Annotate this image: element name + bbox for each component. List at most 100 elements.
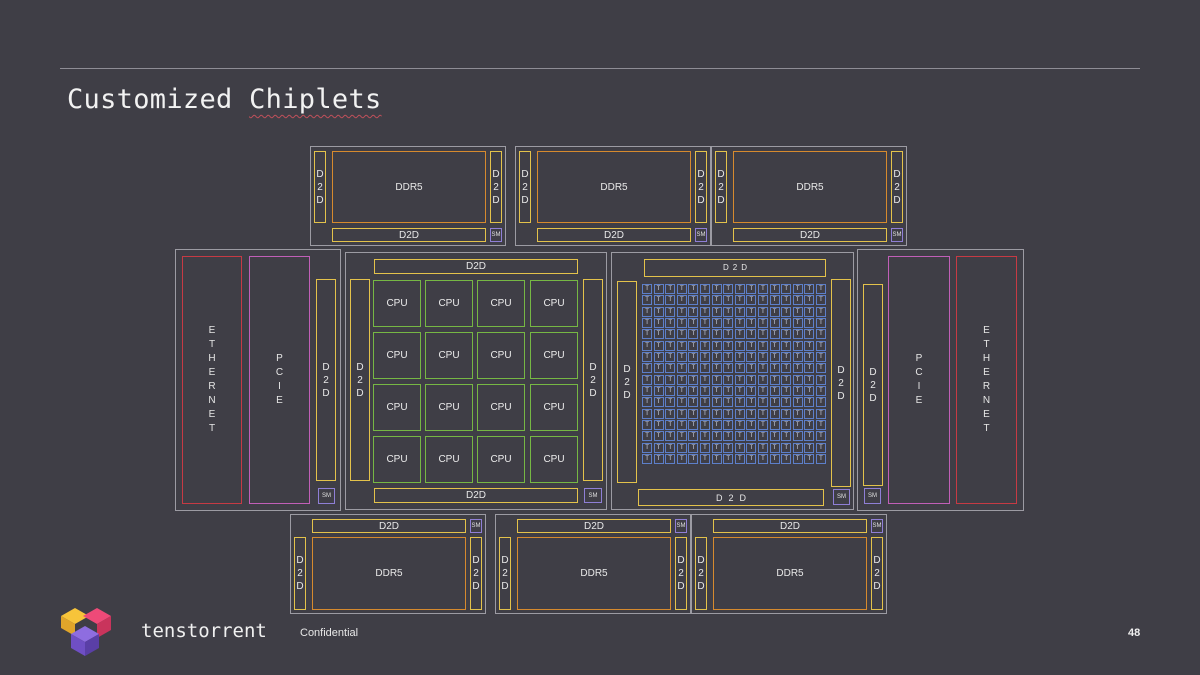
tensix-core: T xyxy=(653,374,664,385)
cpu-core: CPU xyxy=(530,332,578,379)
io-chiplet-left xyxy=(175,249,341,511)
letter: D xyxy=(869,392,877,404)
confidential-label: Confidential xyxy=(300,627,359,639)
tensix-core: T xyxy=(642,454,653,464)
tensix-core: T xyxy=(804,340,815,351)
letter: D xyxy=(316,168,324,180)
tensix-core: T xyxy=(769,340,780,351)
tensix-core: T xyxy=(815,374,826,385)
tensix-core: T xyxy=(723,363,734,374)
letter: D xyxy=(356,361,364,373)
letter: 2 xyxy=(874,568,880,579)
ddr5-memory: DDR5 xyxy=(537,151,691,223)
tensix-core: T xyxy=(804,442,815,453)
tensix-core: T xyxy=(642,329,653,340)
letter: R xyxy=(982,381,991,392)
tensix-core: T xyxy=(653,397,664,408)
tensix-core: T xyxy=(734,420,745,430)
letter: 2 xyxy=(297,568,303,579)
tensix-core: T xyxy=(665,318,676,328)
ddr-chiplet-bottom-3 xyxy=(691,514,887,614)
tensix-core: T xyxy=(653,295,664,306)
tensix-core: T xyxy=(815,295,826,306)
tensix-core: T xyxy=(815,431,826,442)
letter: D xyxy=(501,581,509,592)
tensix-core: T xyxy=(757,340,769,351)
tensix-core: T xyxy=(734,306,745,317)
tensix-core: T xyxy=(723,352,734,362)
tensix-core: T xyxy=(676,318,687,328)
tensix-core: T xyxy=(781,284,792,294)
tensix-core: T xyxy=(757,408,769,419)
letter: 2 xyxy=(590,374,596,386)
letter: D xyxy=(873,581,881,592)
tensix-core: T xyxy=(734,374,745,385)
tensix-core: T xyxy=(653,340,664,351)
tensix-core: T xyxy=(711,306,722,317)
cpu-core: CPU xyxy=(373,332,421,379)
letter: D xyxy=(893,194,901,206)
tensix-core: T xyxy=(746,420,757,430)
cpu-core: CPU xyxy=(530,384,578,431)
tensix-core: T xyxy=(665,363,676,374)
tensix-core: T xyxy=(723,340,734,351)
tensix-core: T xyxy=(746,374,757,385)
tensix-core: T xyxy=(769,284,780,294)
letter: D xyxy=(869,366,877,378)
letter: D xyxy=(697,581,705,592)
letter: D xyxy=(589,361,597,373)
tensix-core: T xyxy=(653,318,664,328)
tensix-core: T xyxy=(804,306,815,317)
letter: D xyxy=(715,492,723,503)
letter: 2 xyxy=(493,181,499,193)
ddr-chiplet-bottom-2 xyxy=(495,514,691,614)
tensix-core: T xyxy=(653,386,664,396)
tensix-core: T xyxy=(757,352,769,362)
letter: D xyxy=(589,387,597,399)
letter: D xyxy=(623,389,631,401)
tensix-core: T xyxy=(781,295,792,306)
tensix-core: T xyxy=(792,295,803,306)
tensix-core: T xyxy=(642,284,653,294)
tensix-core: T xyxy=(653,284,664,294)
tensix-core: T xyxy=(711,408,722,419)
tensix-core: T xyxy=(746,306,757,317)
tensix-core: T xyxy=(746,295,757,306)
tensix-core: T xyxy=(653,431,664,442)
tensix-core: T xyxy=(642,420,653,430)
tensix-core: T xyxy=(746,431,757,442)
tensix-core: T xyxy=(815,420,826,430)
letter: I xyxy=(278,381,281,392)
tensix-core: T xyxy=(792,386,803,396)
letter: D xyxy=(717,168,725,180)
tensix-core: T xyxy=(665,295,676,306)
ddr5-memory: DDR5 xyxy=(517,537,671,610)
tensix-core: T xyxy=(699,295,711,306)
tensix-core: T xyxy=(757,386,769,396)
tensix-core: T xyxy=(711,352,722,362)
tensix-core: T xyxy=(792,442,803,453)
tensix-core: T xyxy=(642,295,653,306)
tensix-core: T xyxy=(746,454,757,464)
tensix-core: T xyxy=(757,295,769,306)
tensix-core: T xyxy=(711,329,722,340)
tensix-core: T xyxy=(815,397,826,408)
letter: E xyxy=(208,409,216,420)
letter: H xyxy=(208,353,216,364)
letter: D xyxy=(837,364,845,376)
cpu-core: CPU xyxy=(530,436,578,483)
letter: D xyxy=(739,492,747,503)
ddr5-memory: DDR5 xyxy=(733,151,887,223)
tensix-core: T xyxy=(757,363,769,374)
tensix-core: T xyxy=(642,340,653,351)
d2d-top: D2D xyxy=(312,519,466,533)
letter: T xyxy=(208,423,216,434)
tensix-core: T xyxy=(676,420,687,430)
